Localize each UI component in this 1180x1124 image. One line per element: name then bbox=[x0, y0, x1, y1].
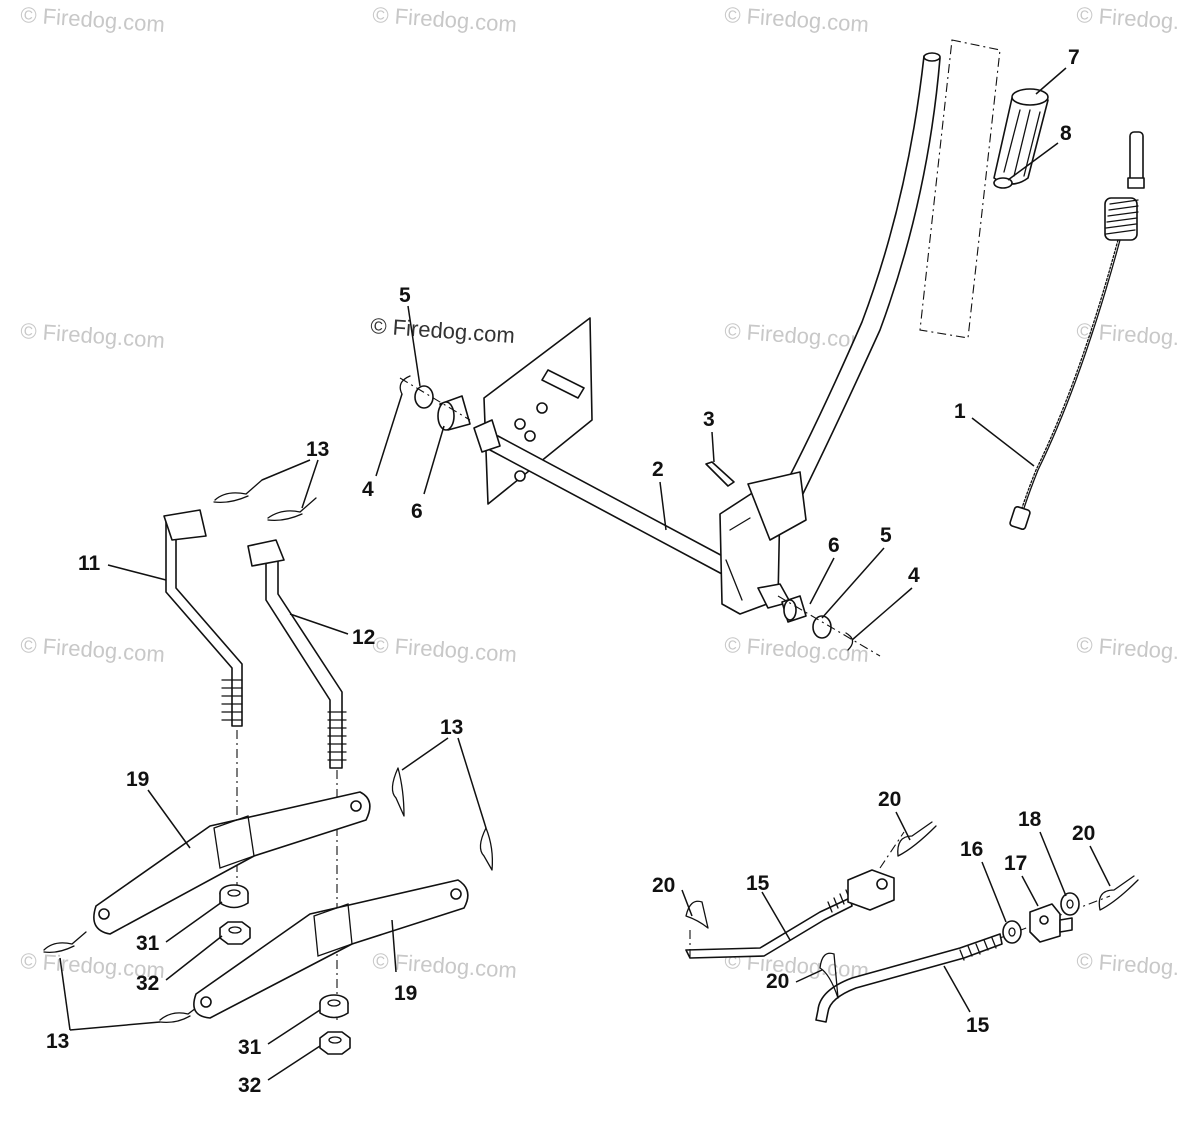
callout-labels: 7 8 1 5 4 6 3 2 6 5 4 13 11 12 13 19 31 … bbox=[46, 46, 1095, 1097]
watermark: © Firedog.com bbox=[20, 632, 166, 667]
part-4-5-6-left bbox=[399, 375, 471, 431]
callout-20: 20 bbox=[766, 970, 789, 993]
callout-15: 15 bbox=[746, 872, 770, 895]
part-handle-lever bbox=[771, 39, 1001, 521]
overlay-watermark: © Firedog.com bbox=[370, 313, 516, 348]
callout-5: 5 bbox=[880, 524, 892, 547]
part-20-clips bbox=[685, 821, 1139, 999]
part-18-nut bbox=[1060, 892, 1080, 916]
part-7-grip bbox=[993, 88, 1049, 185]
callout-31: 31 bbox=[238, 1036, 262, 1059]
part-4-5-6-right bbox=[777, 595, 881, 657]
watermark: © Firedog.com bbox=[372, 2, 518, 37]
callout-20: 20 bbox=[1072, 822, 1095, 845]
part-3-pin bbox=[705, 461, 735, 487]
watermark: © Firedog.com bbox=[20, 2, 166, 37]
callout-19: 19 bbox=[394, 982, 417, 1005]
callout-16: 16 bbox=[960, 838, 983, 861]
callout-1: 1 bbox=[954, 400, 966, 423]
callout-32: 32 bbox=[136, 972, 159, 995]
watermark: © Firedog.com bbox=[1076, 2, 1180, 37]
callout-17: 17 bbox=[1004, 852, 1027, 875]
leader-lines bbox=[59, 67, 1111, 1081]
callout-3: 3 bbox=[703, 408, 715, 431]
callout-19: 19 bbox=[126, 768, 149, 791]
part-15-rod-upper bbox=[685, 831, 905, 959]
callout-13: 13 bbox=[440, 716, 463, 739]
watermark: © Firedog.com bbox=[1076, 632, 1180, 667]
watermark: © Firedog.com bbox=[20, 318, 166, 353]
callout-20: 20 bbox=[878, 788, 901, 811]
callout-31: 31 bbox=[136, 932, 160, 955]
part-11-rod bbox=[163, 509, 243, 900]
callout-32: 32 bbox=[238, 1074, 261, 1097]
watermark: © Firedog.com bbox=[1076, 948, 1180, 983]
part-8-ring bbox=[993, 177, 1013, 189]
part-31-32-lower bbox=[319, 994, 351, 1055]
callout-6: 6 bbox=[828, 534, 840, 557]
callout-5: 5 bbox=[399, 284, 411, 307]
part-31-32-upper bbox=[219, 884, 251, 945]
callout-4: 4 bbox=[908, 564, 920, 587]
part-19-link-upper bbox=[93, 791, 371, 935]
callout-13: 13 bbox=[306, 438, 329, 461]
watermark: © Firedog.com bbox=[724, 2, 870, 37]
watermark: © Firedog.com bbox=[372, 948, 518, 983]
part-17-block bbox=[1029, 903, 1073, 943]
callout-11: 11 bbox=[78, 552, 101, 575]
callout-15: 15 bbox=[966, 1014, 990, 1037]
watermark: © Firedog.com bbox=[724, 318, 870, 353]
part-19-link-lower bbox=[193, 879, 469, 1019]
part-1-lift-cable bbox=[1009, 131, 1145, 531]
part-13-hairpins bbox=[43, 479, 494, 1024]
callout-8: 8 bbox=[1060, 122, 1072, 145]
watermark: © Firedog.com bbox=[372, 632, 518, 667]
callout-12: 12 bbox=[352, 626, 375, 649]
callout-6: 6 bbox=[411, 500, 423, 523]
callout-18: 18 bbox=[1018, 808, 1042, 831]
callout-7: 7 bbox=[1068, 46, 1080, 69]
callout-2: 2 bbox=[652, 458, 664, 481]
callout-4: 4 bbox=[362, 478, 374, 501]
part-2-shaft bbox=[473, 419, 807, 615]
callout-20: 20 bbox=[652, 874, 675, 897]
callout-13: 13 bbox=[46, 1030, 69, 1053]
part-16-washer bbox=[1002, 920, 1022, 944]
